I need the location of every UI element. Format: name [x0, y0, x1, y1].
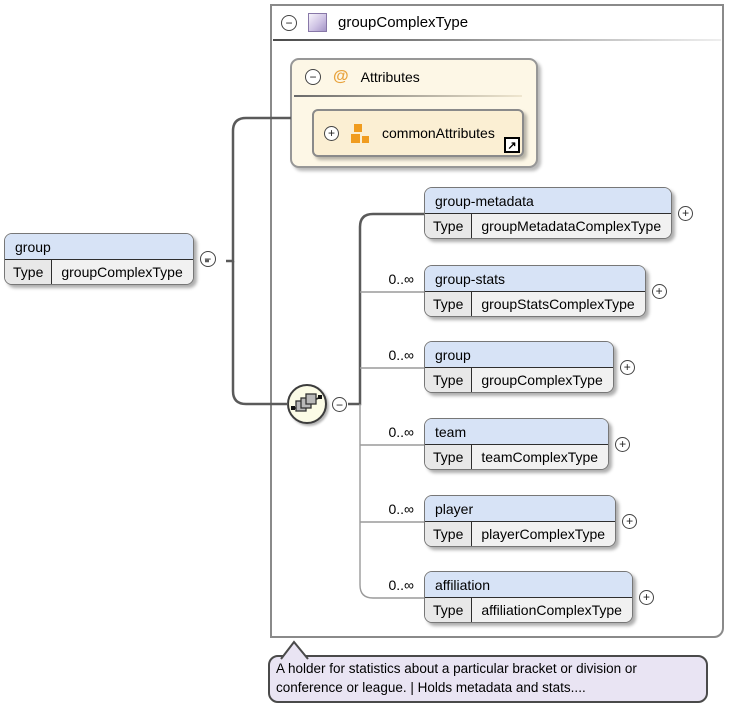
complex-type-title: groupComplexType [338, 14, 469, 31]
collapse-toggle-attributes[interactable]: − [305, 69, 321, 85]
attributes-header: − @ Attributes [292, 60, 536, 94]
attributes-separator [294, 95, 522, 97]
element-box-affiliation[interactable]: affiliation Type affiliationComplexType [424, 571, 633, 623]
cardinality-label: 0..∞ [388, 424, 414, 440]
expand-toggle[interactable]: + [678, 205, 694, 221]
element-box-player[interactable]: player Type playerComplexType [424, 495, 617, 547]
attribute-group-icon [351, 123, 370, 143]
type-label: Type [5, 260, 53, 284]
header-separator [273, 39, 721, 41]
element-box-group-child[interactable]: group Type groupComplexType [424, 341, 614, 393]
element-box-team[interactable]: team Type teamComplexType [424, 418, 610, 470]
type-value: groupStatsComplexType [472, 292, 645, 316]
type-label: Type [425, 214, 473, 238]
collapse-toggle-root[interactable]: − [199, 251, 216, 267]
sequence-glyph [291, 393, 322, 412]
cardinality-label: 0..∞ [388, 501, 414, 517]
type-value: groupMetadataComplexType [472, 214, 672, 238]
complex-type-icon [308, 13, 327, 32]
attribute-group-box[interactable]: + commonAttributes ↗ [312, 109, 524, 157]
expand-toggle-common-attributes[interactable]: + [324, 125, 339, 141]
expand-toggle[interactable]: + [615, 436, 631, 452]
type-label: Type [425, 445, 473, 469]
expand-toggle[interactable]: + [619, 359, 635, 375]
type-value: affiliationComplexType [472, 598, 632, 622]
at-icon: @ [333, 68, 349, 85]
expand-toggle[interactable]: + [622, 513, 638, 529]
element-box-group-metadata[interactable]: group-metadata Type groupMetadataComplex… [424, 187, 673, 239]
element-name: team [425, 419, 609, 445]
child-element-row: affiliation Type affiliationComplexType … [424, 571, 654, 623]
element-name: group [5, 234, 193, 260]
complex-type-header: − groupComplexType [272, 6, 722, 39]
type-label: Type [425, 292, 473, 316]
cardinality-label: 0..∞ [388, 271, 414, 287]
attributes-title: Attributes [360, 69, 420, 85]
type-label: Type [425, 368, 473, 392]
child-element-row: group-stats Type groupStatsComplexType + [424, 265, 667, 317]
type-label: Type [425, 522, 473, 546]
annotation-tooltip: A holder for statistics about a particul… [268, 655, 708, 703]
element-name: group-metadata [425, 188, 672, 214]
sequence-icon[interactable] [287, 384, 327, 424]
type-value: teamComplexType [472, 445, 609, 469]
element-name: group-stats [425, 266, 645, 292]
child-element-row: player Type playerComplexType + [424, 495, 638, 547]
attributes-panel: − @ Attributes + commonAttributes ↗ [290, 58, 538, 168]
attribute-group-name: commonAttributes [382, 125, 495, 141]
element-name: group [425, 342, 613, 368]
child-element-row: team Type teamComplexType + [424, 418, 631, 470]
collapse-toggle-complex-type[interactable]: − [281, 14, 297, 31]
element-name: player [425, 496, 616, 522]
type-value: playerComplexType [472, 522, 616, 546]
type-value: groupComplexType [52, 260, 193, 284]
collapse-toggle-sequence[interactable]: − [332, 397, 347, 412]
element-box-group-root[interactable]: group Type groupComplexType [4, 233, 194, 285]
child-element-row: group Type groupComplexType + [424, 341, 635, 393]
type-label: Type [425, 598, 473, 622]
child-element-row: group-metadata Type groupMetadataComplex… [424, 187, 694, 239]
cardinality-label: 0..∞ [388, 347, 414, 363]
root-element-row: group Type groupComplexType − [4, 233, 216, 285]
expand-toggle[interactable]: + [651, 283, 667, 299]
element-box-group-stats[interactable]: group-stats Type groupStatsComplexType [424, 265, 646, 317]
type-value: groupComplexType [472, 368, 613, 392]
expand-toggle[interactable]: + [638, 589, 654, 605]
cardinality-label: 0..∞ [388, 577, 414, 593]
link-arrow-icon[interactable]: ↗ [504, 137, 520, 153]
element-name: affiliation [425, 572, 632, 598]
